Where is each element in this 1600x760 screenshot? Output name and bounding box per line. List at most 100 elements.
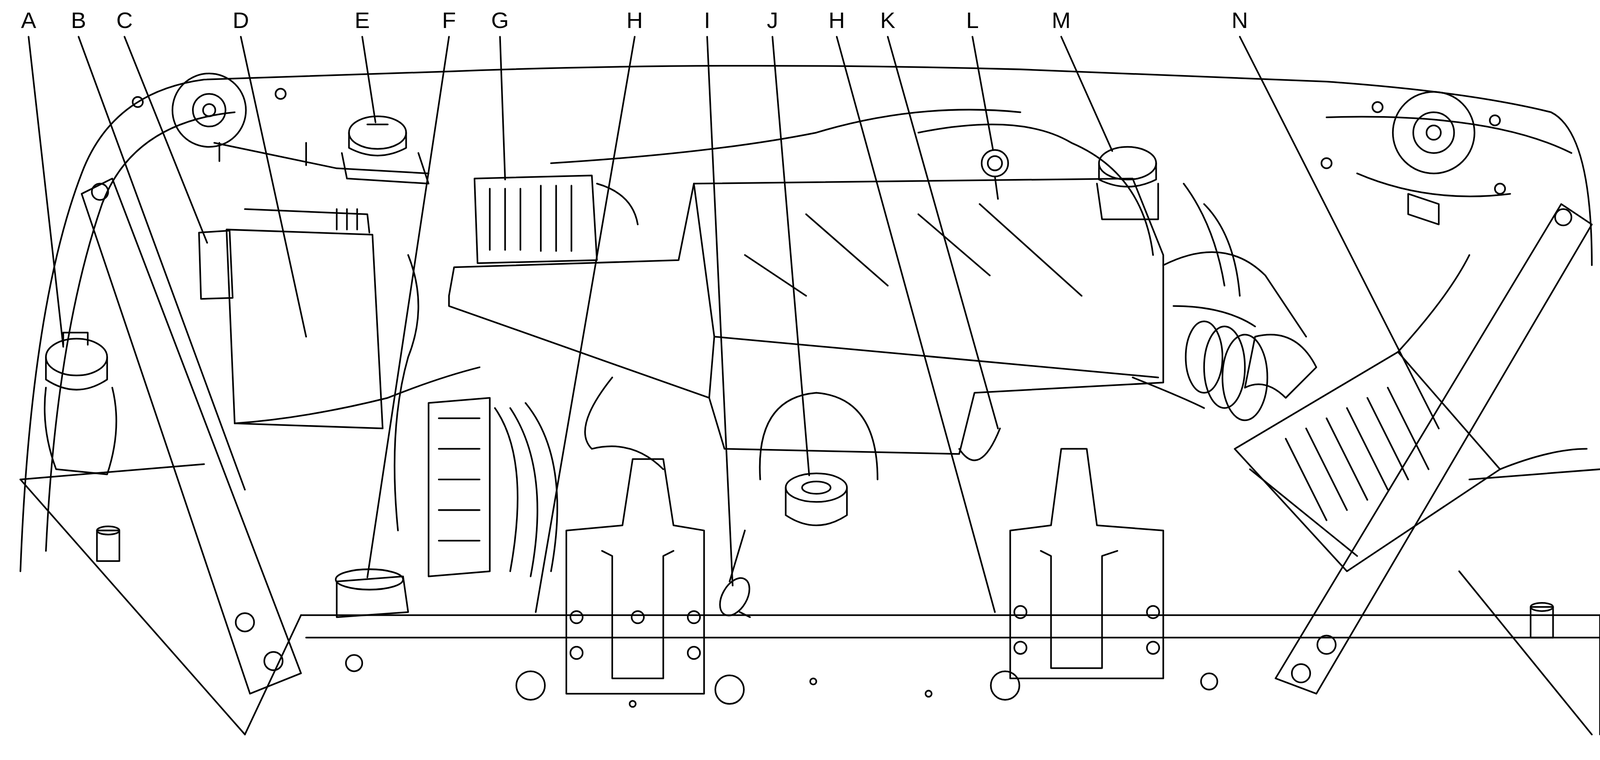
coil-packs-and-wires — [428, 397, 491, 577]
leader-line — [240, 36, 307, 337]
strut-brace — [91, 183, 108, 200]
leader-line — [28, 36, 63, 347]
engine-mount — [1146, 641, 1160, 655]
body-outline — [20, 65, 1592, 572]
intake-duct — [1183, 183, 1240, 296]
leader-line — [124, 36, 208, 243]
air-cleaner — [1244, 334, 1317, 398]
callout-letter: H — [826, 8, 847, 32]
air-cleaner — [1234, 254, 1587, 572]
strut-tower — [192, 93, 226, 127]
ignition-coil — [474, 175, 598, 264]
strut-brace — [1291, 664, 1311, 683]
strut-brace — [81, 178, 301, 694]
oil-fill-cap — [785, 473, 847, 502]
leader-line — [1239, 36, 1439, 429]
strut-tower — [275, 88, 286, 100]
strut-tower — [132, 97, 143, 108]
engine-mount — [566, 449, 1164, 694]
leader-line — [972, 36, 993, 149]
engine-mount — [570, 611, 583, 624]
engine-mount — [687, 646, 700, 659]
callout-letter: E — [353, 8, 372, 32]
dipstick — [713, 572, 756, 621]
strut-tower — [1392, 91, 1475, 174]
radiator-support — [810, 678, 817, 685]
leader-line — [362, 36, 376, 123]
engine-cover — [693, 183, 1159, 398]
coolant-cap — [367, 123, 388, 126]
coil-packs-and-wires — [438, 418, 480, 541]
strut-brace — [1554, 209, 1572, 226]
radiator-support — [925, 690, 932, 697]
radiator-support — [244, 615, 1600, 735]
air-cleaner — [1250, 387, 1429, 557]
callout-letter: M — [1050, 8, 1073, 32]
radiator-support — [306, 636, 1600, 639]
oil-fill-cap — [760, 392, 878, 480]
intake-duct — [1132, 306, 1256, 409]
leader-line — [500, 36, 506, 180]
engine-mount — [687, 611, 700, 624]
harness — [918, 124, 1154, 256]
oil-fill-cap — [760, 392, 878, 526]
washer-reservoir-cap — [45, 338, 108, 376]
engine-mount — [602, 550, 674, 679]
harness — [585, 377, 664, 470]
strut-brace — [1275, 204, 1592, 694]
leader-line — [367, 36, 450, 578]
radiator-support — [20, 479, 1600, 735]
brake-and-misc-caps — [995, 176, 999, 199]
coil-packs-and-wires — [394, 254, 558, 577]
radiator-support — [1530, 602, 1553, 612]
strut-brace — [235, 613, 255, 632]
body-outline — [1326, 116, 1572, 154]
leader-line — [1061, 36, 1113, 151]
body-outline — [20, 65, 1600, 572]
brake-and-misc-caps — [1099, 163, 1157, 187]
leader-line — [78, 36, 246, 490]
radiator-support — [300, 614, 1600, 616]
strut-tower — [1372, 101, 1383, 113]
strut-tower — [1494, 183, 1505, 194]
intake-duct — [1132, 173, 1511, 421]
callout-letter: H — [624, 8, 645, 32]
strut-brace — [1317, 635, 1336, 654]
callout-letter: A — [19, 8, 38, 32]
radiator-support — [991, 671, 1020, 700]
brake-and-misc-caps — [335, 146, 1159, 618]
fuse-block — [198, 142, 480, 429]
radiator-support — [516, 671, 545, 700]
engine-mount — [1010, 449, 1164, 679]
radiator-support — [20, 479, 1592, 735]
strut-tower — [172, 73, 247, 147]
body-outline — [20, 464, 1600, 480]
strut-brace — [264, 652, 283, 671]
dipstick — [713, 530, 756, 621]
coil-packs-and-wires — [494, 403, 558, 577]
harness — [585, 124, 1154, 470]
engine-mount — [570, 646, 583, 659]
engine-mount — [1146, 606, 1160, 619]
air-cleaner — [1397, 254, 1587, 470]
brake-and-misc-caps — [987, 155, 1002, 171]
engine-mount — [1040, 550, 1118, 669]
strut-tower — [202, 103, 216, 117]
fuse-block — [234, 367, 480, 424]
engine-cover — [449, 178, 1164, 454]
strut-tower — [132, 73, 1506, 195]
engine-cover — [744, 204, 1082, 296]
radiator-support — [715, 675, 744, 704]
radiator-support — [97, 530, 1554, 638]
callout-letter: G — [489, 8, 511, 32]
washer-reservoir-cap — [45, 356, 108, 390]
washer-reservoir-cap — [44, 332, 117, 475]
coil-packs-and-wires — [394, 254, 419, 531]
leader-line — [836, 36, 996, 612]
coolant-cap — [341, 153, 429, 184]
leader-line — [28, 36, 1439, 612]
callout-letter: B — [69, 8, 88, 32]
strut-tower — [1321, 157, 1332, 169]
fuse-block — [198, 230, 233, 299]
